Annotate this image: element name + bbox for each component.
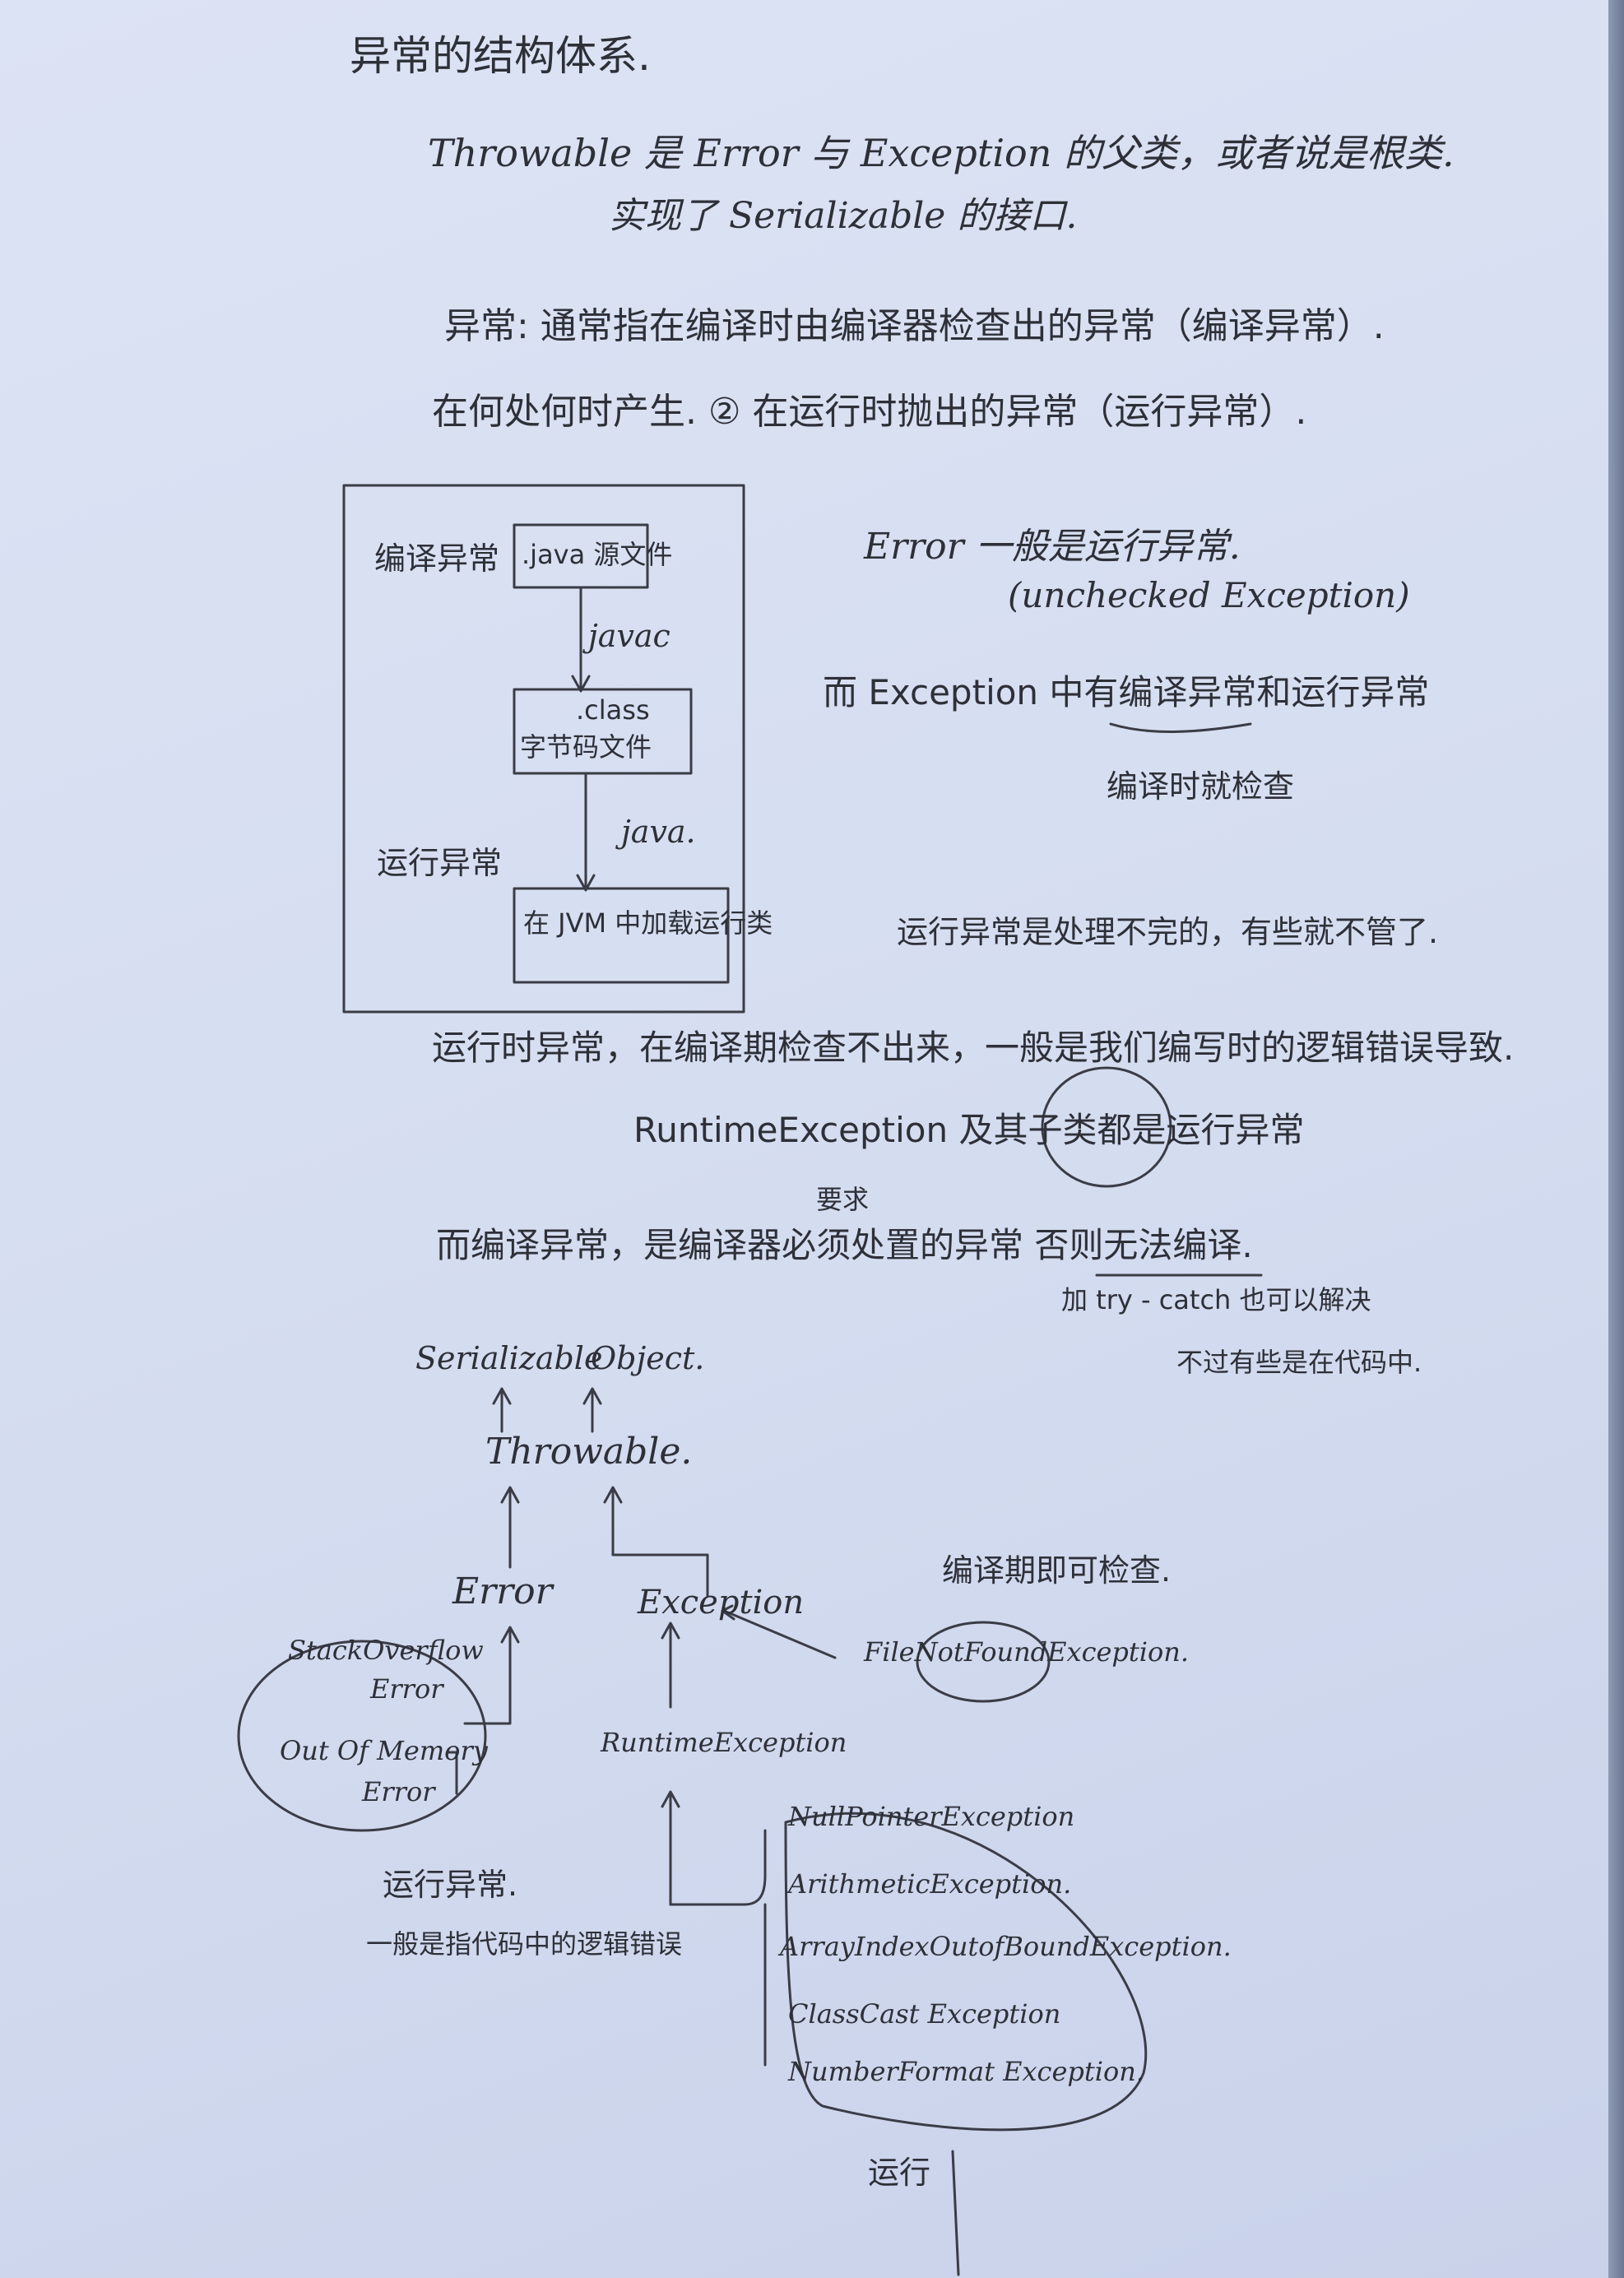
out-of-memory-node-1: Out Of Memory [280, 1735, 488, 1766]
error-note-2: (unchecked Exception) [1008, 575, 1410, 615]
child-exception-1: NullPointerException [788, 1801, 1075, 1832]
exception-to-throwable [611, 1487, 709, 1598]
runtime-tree-desc: 一般是指代码中的逻辑错误 [366, 1928, 683, 1960]
throwable-node: Throwable. [485, 1431, 693, 1473]
compile-description: 而编译异常，是编译器必须处置的异常 否则无法编译. [436, 1225, 1253, 1265]
runtime-exception-node: RuntimeException [601, 1727, 847, 1758]
compile-check-tree-note: 编译期即可检查. [942, 1552, 1172, 1589]
try-catch-note-2: 不过有些是在代码中. [1176, 1347, 1422, 1378]
fnf-to-exception [722, 1609, 837, 1659]
circle-mark [1041, 1066, 1172, 1188]
definition-line-2: 在何处何时产生. ② 在运行时抛出的异常（运行异常）. [432, 391, 1307, 433]
child-exception-4: ClassCast Exception [788, 1998, 1061, 2030]
compile-exception-label: 编译异常 [374, 541, 500, 577]
arrowhead [500, 1486, 520, 1504]
child-exception-5: NumberFormat Exception. [788, 2056, 1145, 2087]
fnf-circle [916, 1621, 1051, 1703]
runtime-exception-label: 运行异常 [377, 845, 503, 881]
arrowhead [500, 1626, 520, 1644]
exception-node: Exception [638, 1584, 805, 1622]
stack-overflow-node-2: Error [370, 1673, 443, 1705]
so-to-error [463, 1627, 512, 1725]
file-not-found-node: FileNotFoundException. [864, 1636, 1190, 1668]
definition-line-1: 异常: 通常指在编译时由编译器检查出的异常（编译异常）. [444, 305, 1385, 347]
oom-bracket [447, 1751, 458, 1795]
stack-overflow-node-1: StackOverflow [288, 1635, 484, 1666]
arrowhead [582, 1387, 602, 1405]
object-node: Object. [591, 1340, 705, 1376]
java-arrowhead [576, 874, 596, 892]
error-note-1: Error 一般是运行异常. [864, 526, 1241, 568]
page-title: 异常的结构体系. [350, 32, 651, 80]
error-node: Error [452, 1570, 553, 1612]
arrowhead [721, 1604, 735, 1621]
child-exception-2: ArithmeticException. [788, 1868, 1072, 1900]
arrowhead [603, 1486, 623, 1504]
arrowhead [661, 1790, 680, 1808]
intro-line-2: 实现了 Serializable 的接口. [609, 195, 1078, 237]
compile-check-note: 编译时就检查 [1107, 768, 1295, 805]
runtime-description: 运行时异常，在编译期检查不出来，一般是我们编写时的逻辑错误导致. [432, 1028, 1515, 1068]
class-file-text-1: .class [576, 694, 650, 726]
out-of-memory-node-2: Error [362, 1776, 435, 1807]
jvm-box [513, 887, 730, 984]
javac-arrowhead [571, 675, 591, 693]
underline-mark [1109, 722, 1252, 733]
flow-frame [342, 484, 745, 1014]
jvm-box-text: 在 JVM 中加载运行类 [523, 907, 773, 939]
children-bracket [669, 1829, 767, 2067]
runtime-class-note: RuntimeException 及其子类都是运行异常 [633, 1110, 1305, 1150]
source-file-text: .java 源文件 [522, 539, 673, 570]
arrowhead [661, 1622, 680, 1640]
page-edge [1608, 0, 1624, 2278]
intro-line-1: Throwable 是 Error 与 Exception 的父类，或者说是根类… [428, 131, 1455, 175]
runtime-tree-label: 运行异常. [383, 1867, 518, 1903]
serializable-node: Serializable [415, 1340, 603, 1376]
class-file-text-2: 字节码文件 [520, 731, 652, 763]
child-exception-3: ArrayIndexOutofBoundException. [780, 1931, 1232, 1962]
class-file-box [513, 688, 693, 775]
java-label: java. [621, 814, 696, 850]
children-runtime-label: 运行 [868, 2155, 931, 2191]
runtime-handle-note: 运行异常是处理不完的，有些就不管了. [897, 914, 1439, 950]
try-catch-note-1: 加 try - catch 也可以解决 [1061, 1284, 1371, 1315]
javac-label: javac [588, 618, 670, 654]
requirement-note: 要求 [816, 1184, 870, 1215]
error-circle [237, 1640, 487, 1832]
margin-line [951, 2150, 960, 2276]
exception-note: 而 Exception 中有编译异常和运行异常 [823, 672, 1430, 712]
arrowhead [492, 1387, 512, 1405]
children-circle [784, 1812, 1148, 2132]
